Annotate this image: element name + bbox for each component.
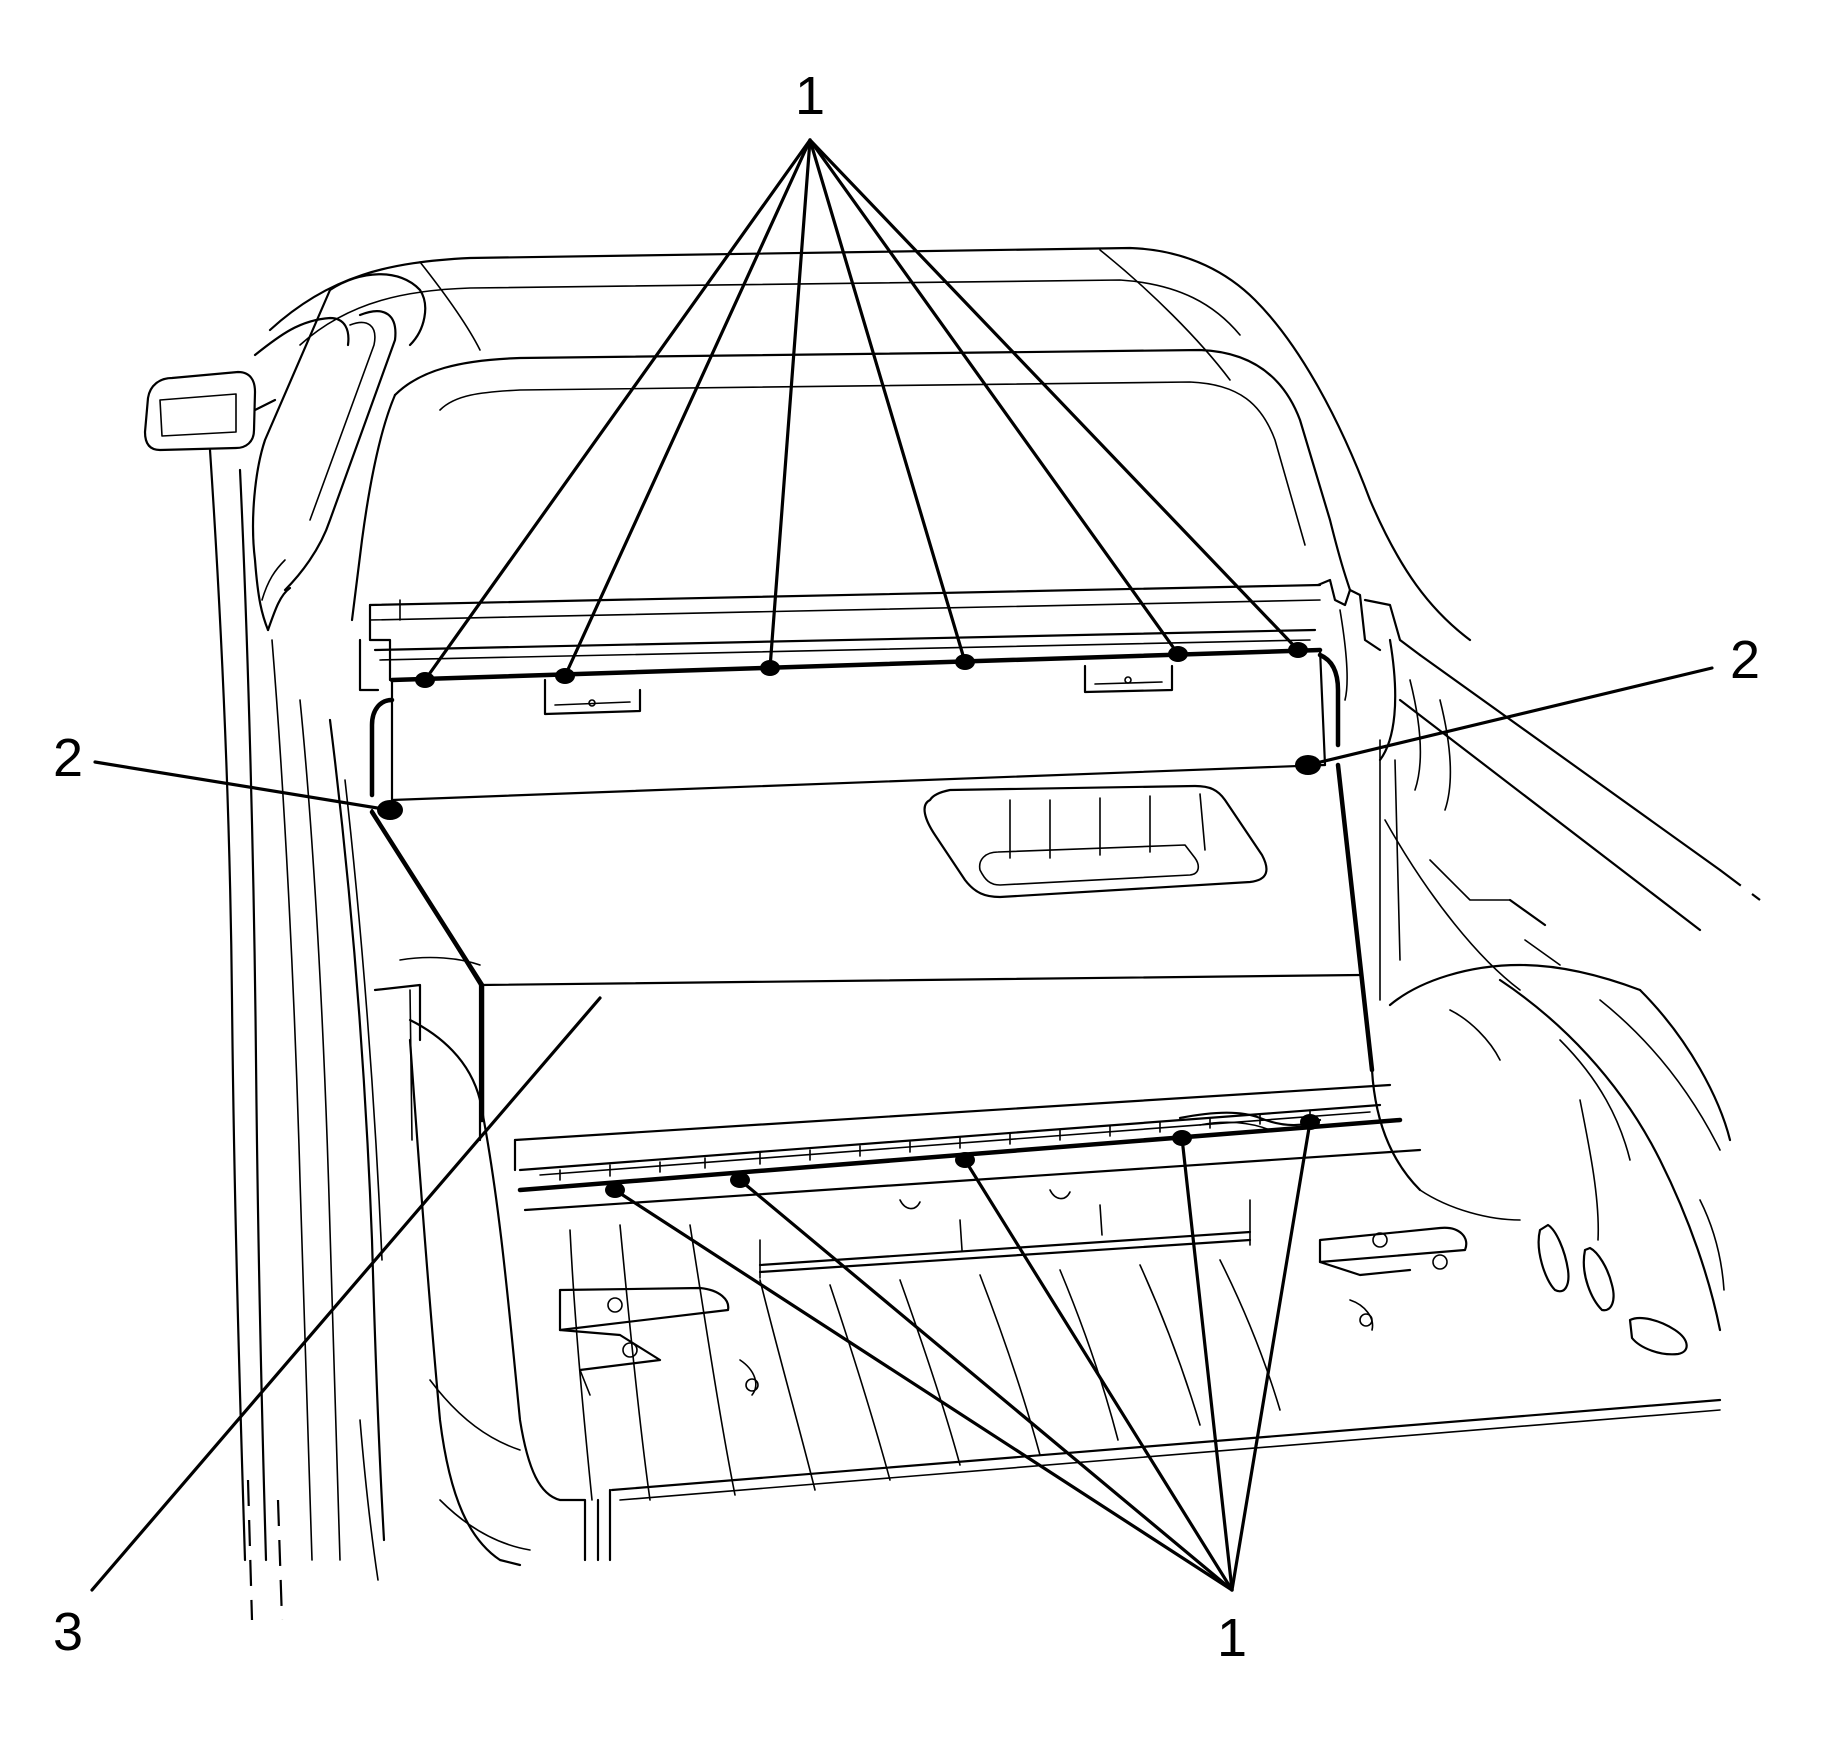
fastener-dot (955, 654, 975, 670)
vehicle-linework (143, 246, 1761, 1621)
fastener-dot (605, 1182, 625, 1198)
fastener-dot (730, 1172, 750, 1188)
callout-fasteners-top: 1 (795, 66, 825, 126)
retainer-dot (1295, 755, 1321, 775)
callout-fasteners-bottom: 1 (1217, 1608, 1247, 1668)
fastener-dot (1172, 1130, 1192, 1146)
leader-lines (90, 138, 1714, 1592)
callout-labels: 1 1 2 2 3 (53, 66, 1760, 1668)
fastener-dot (1300, 1114, 1320, 1130)
fastener-dot (555, 668, 575, 684)
fastener-dot (1288, 642, 1308, 658)
fastener-dot (1168, 646, 1188, 662)
fastener-dots (377, 642, 1321, 1198)
callout-panel: 3 (53, 1602, 83, 1662)
fastener-dot (955, 1152, 975, 1168)
retainer-dot (377, 800, 403, 820)
fastener-dot (415, 672, 435, 688)
callout-retainer-right: 2 (1730, 630, 1760, 690)
callout-retainer-left: 2 (53, 728, 83, 788)
fastener-dot (760, 660, 780, 676)
